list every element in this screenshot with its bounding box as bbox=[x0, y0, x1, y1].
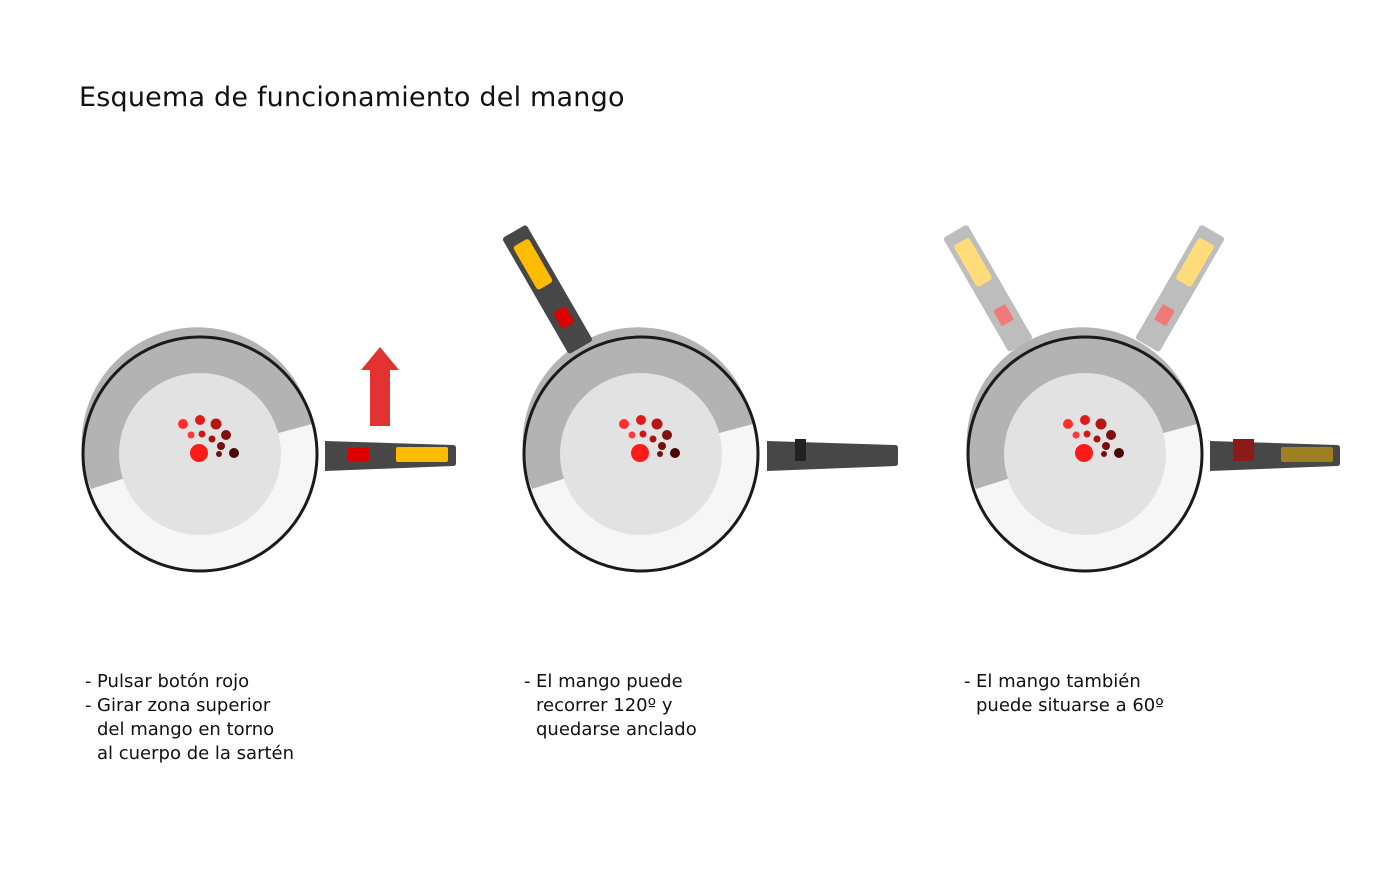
yellow-grip bbox=[513, 239, 553, 290]
yellow-grip bbox=[396, 447, 448, 462]
caption-line: Girar zona superior bbox=[97, 695, 271, 716]
handle-ghost-right bbox=[1135, 225, 1225, 352]
handle-horizontal bbox=[325, 441, 456, 471]
handle-ghost-left bbox=[943, 225, 1033, 352]
handle-horizontal-faded bbox=[1210, 439, 1340, 471]
arrow-up-icon bbox=[361, 347, 399, 426]
red-button bbox=[993, 304, 1014, 326]
yellow-grip bbox=[1176, 238, 1214, 287]
pan-panel-2 bbox=[502, 225, 898, 573]
caption-panel-3: El mango también puede situarse a 60º bbox=[964, 670, 1164, 718]
caption-line: quedarse anclado bbox=[536, 719, 697, 740]
yellow-grip bbox=[954, 238, 992, 287]
caption-item: Pulsar botón rojo bbox=[85, 670, 294, 694]
red-button bbox=[1154, 304, 1175, 326]
caption-item: Girar zona superior del mango en torno a… bbox=[85, 694, 294, 766]
caption-line: El mango también bbox=[976, 671, 1141, 692]
page-title: Esquema de funcionamiento del mango bbox=[79, 82, 625, 113]
red-button bbox=[348, 448, 369, 461]
pan-panel-1 bbox=[80, 325, 456, 573]
caption-line: al cuerpo de la sartén bbox=[97, 743, 295, 764]
caption-line: Pulsar botón rojo bbox=[97, 671, 250, 692]
handle-rotated-120 bbox=[502, 225, 593, 354]
caption-panel-2: El mango puede recorrer 120º y quedarse … bbox=[524, 670, 697, 742]
yellow-grip bbox=[1281, 447, 1333, 462]
caption-line: El mango puede bbox=[536, 671, 683, 692]
red-button bbox=[1233, 439, 1254, 461]
red-button bbox=[553, 306, 574, 329]
caption-line: recorrer 120º y bbox=[536, 695, 673, 716]
caption-panel-1: Pulsar botón rojo Girar zona superior de… bbox=[85, 670, 294, 766]
pan-panel-3 bbox=[943, 225, 1340, 573]
caption-line: del mango en torno bbox=[97, 719, 275, 740]
handle-horizontal bbox=[767, 439, 898, 471]
caption-item: El mango también puede situarse a 60º bbox=[964, 670, 1164, 718]
caption-line: puede situarse a 60º bbox=[976, 695, 1164, 716]
handle-joint bbox=[795, 439, 806, 461]
caption-item: El mango puede recorrer 120º y quedarse … bbox=[524, 670, 697, 742]
